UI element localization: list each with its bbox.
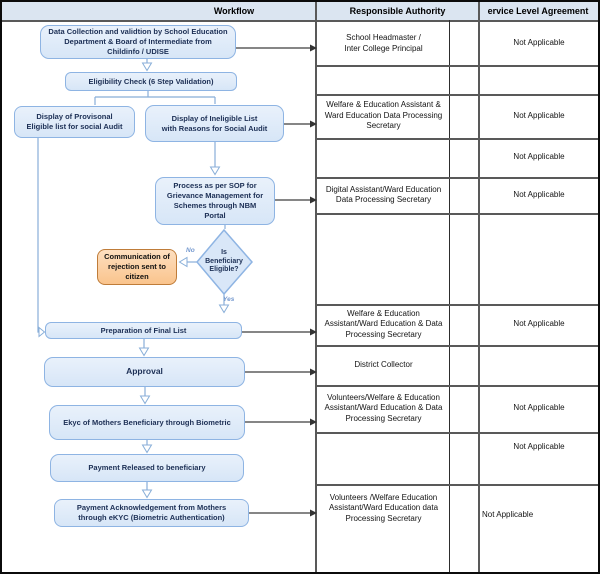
branch-label-yes: Yes: [223, 296, 235, 303]
grid-row-line: [315, 345, 598, 347]
arrowhead-down-icon: [141, 62, 153, 72]
header-workflow: Workflow: [213, 6, 255, 16]
flow-branch-line: [94, 91, 216, 105]
grid-row-line: [315, 138, 598, 140]
grid-row-line: [315, 177, 598, 179]
flow-box-approval: Approval: [44, 357, 245, 387]
grid-line-col-workflow: [315, 2, 317, 572]
decision-label: Is Beneficiary Eligible?: [205, 249, 243, 274]
flow-box-ineligible-list: Display of Ineligible List with Reasons …: [145, 105, 284, 142]
authority-cell: [319, 138, 448, 177]
grid-row-line: [315, 432, 598, 434]
header-band: [2, 2, 598, 20]
sla-cell: Not Applicable: [482, 510, 534, 519]
flow-box-ekyc: Ekyc of Mothers Beneficiary through Biom…: [49, 405, 245, 440]
flow-box-payment-ack: Payment Acknowledgement from Mothers thr…: [54, 499, 249, 527]
authority-cell: [319, 65, 448, 94]
flow-box-sop-grievance: Process as per SOP for Grievance Managem…: [155, 177, 275, 225]
arrowhead-down-icon: [138, 347, 150, 357]
flow-box-eligibility-check: Eligibility Check (6 Step Validation): [65, 72, 237, 91]
flow-box-rejection-communication: Communication of rejection sent to citiz…: [97, 249, 177, 285]
authority-cell: Digital Assistant/Ward Education Data Pr…: [325, 184, 442, 204]
arrowhead-down-icon: [209, 166, 221, 176]
sla-cell: Not Applicable: [513, 403, 565, 413]
header-service-level-agreement: ervice Level Agreement: [487, 6, 589, 16]
arrowhead-down-icon: [218, 304, 230, 314]
sla-cell: Not Applicable: [513, 152, 565, 162]
sla-cell: Not Applicable: [513, 110, 565, 120]
branch-label-no: No: [186, 247, 195, 254]
grid-row-line: [315, 94, 598, 96]
authority-cell: [319, 213, 448, 304]
flow-line-left-branch: [37, 138, 39, 333]
grid-row-line: [315, 385, 598, 387]
header-responsible-authority: Responsible Authority: [349, 6, 446, 16]
authority-cell: Volunteers /Welfare Education Assistant/…: [328, 493, 439, 523]
arrowhead-left-icon: [178, 256, 188, 268]
grid-line-col-sla: [478, 2, 480, 572]
authority-cell: Welfare & Education Assistant/Ward Educa…: [324, 308, 443, 339]
sla-cell: Not Applicable: [513, 38, 565, 48]
flow-box-data-collection: Data Collection and validtion by School …: [40, 25, 236, 59]
authority-cell: Welfare & Education Assistant & Ward Edu…: [324, 100, 443, 131]
authority-cell: School Headmaster / Inter College Princi…: [344, 33, 423, 53]
sla-cell: Not Applicable: [513, 319, 565, 329]
sla-cell: [481, 213, 597, 304]
grid-row-line: [315, 304, 598, 306]
authority-cell: District Collector: [354, 359, 413, 369]
grid-line-col-narrow: [449, 20, 450, 572]
arrowhead-down-icon: [139, 395, 151, 405]
sla-cell: [481, 345, 597, 385]
arrowhead-right-icon: [38, 326, 46, 338]
flow-box-final-list: Preparation of Final List: [45, 322, 242, 339]
sla-cell: Not Applicable: [513, 189, 565, 199]
grid-row-line: [315, 484, 598, 486]
arrowhead-down-icon: [141, 444, 153, 454]
authority-cell: Volunteers/Welfare & Education Assistant…: [324, 392, 443, 423]
grid-row-line: [315, 65, 598, 67]
sla-cell: [481, 65, 597, 94]
grid-line-header-bottom: [2, 20, 598, 22]
authority-cell: [319, 432, 448, 484]
flow-box-payment-released: Payment Released to beneficiary: [50, 454, 244, 482]
flow-box-provisional-list: Display of Provisonal Eligible list for …: [14, 106, 135, 138]
arrowhead-down-icon: [141, 489, 153, 499]
sla-cell: Not Applicable: [513, 442, 565, 451]
grid-row-line: [315, 213, 598, 215]
